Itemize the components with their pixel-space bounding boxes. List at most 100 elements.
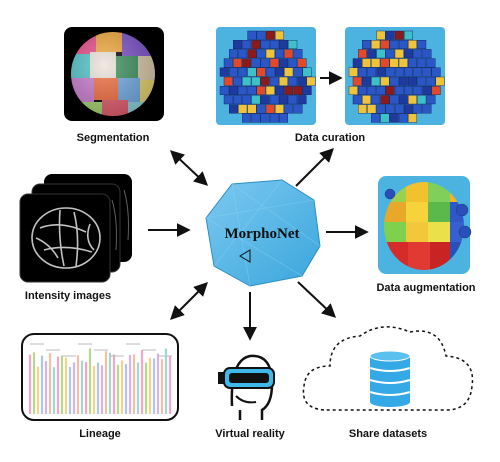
cell bbox=[408, 76, 418, 86]
cell bbox=[358, 67, 368, 77]
morphonet-hub bbox=[205, 179, 321, 287]
cell bbox=[408, 40, 418, 50]
cell bbox=[238, 104, 248, 114]
cell bbox=[352, 76, 362, 86]
cell bbox=[251, 58, 261, 68]
cell bbox=[358, 104, 368, 114]
label-virtual-reality: Virtual reality bbox=[215, 428, 285, 440]
cell bbox=[398, 76, 408, 86]
cell bbox=[376, 85, 386, 95]
cell bbox=[247, 85, 257, 95]
cell bbox=[404, 104, 414, 114]
cell bbox=[422, 49, 432, 59]
cell bbox=[297, 95, 307, 105]
cell bbox=[367, 104, 377, 114]
label-data-curation: Data curation bbox=[294, 132, 366, 144]
cell bbox=[279, 113, 289, 123]
label-intensity-images: Intensity images bbox=[24, 290, 112, 302]
cell bbox=[251, 113, 261, 123]
cell bbox=[389, 95, 399, 105]
cell bbox=[293, 85, 303, 95]
cell bbox=[394, 49, 404, 59]
cell bbox=[352, 58, 362, 68]
cell bbox=[260, 113, 270, 123]
cell bbox=[279, 95, 289, 105]
label-segmentation: Segmentation bbox=[76, 132, 150, 144]
cell bbox=[413, 104, 423, 114]
cell bbox=[279, 76, 289, 86]
cell bbox=[302, 85, 312, 95]
cell bbox=[371, 95, 381, 105]
cell bbox=[352, 95, 362, 105]
cell bbox=[385, 85, 395, 95]
cell bbox=[223, 76, 233, 86]
vr-headset-icon bbox=[218, 354, 275, 420]
cell bbox=[376, 104, 386, 114]
cell bbox=[238, 67, 248, 77]
cell bbox=[380, 58, 390, 68]
label-share-datasets: Share datasets bbox=[348, 428, 428, 440]
cell bbox=[376, 67, 386, 77]
cell bbox=[371, 40, 381, 50]
cell bbox=[389, 40, 399, 50]
cell bbox=[413, 67, 423, 77]
cell bbox=[408, 95, 418, 105]
cell bbox=[242, 95, 252, 105]
cell bbox=[232, 76, 242, 86]
cell bbox=[422, 67, 432, 77]
cell bbox=[232, 40, 242, 50]
cell bbox=[247, 30, 257, 40]
cell bbox=[389, 58, 399, 68]
cell bbox=[362, 76, 372, 86]
data-curation-panel-before bbox=[216, 27, 316, 125]
hub-title: MorphoNet bbox=[225, 226, 300, 242]
cell bbox=[242, 113, 252, 123]
cell bbox=[256, 67, 266, 77]
cell bbox=[297, 76, 307, 86]
cell bbox=[394, 30, 404, 40]
cell bbox=[284, 67, 294, 77]
cell bbox=[426, 76, 436, 86]
cell bbox=[435, 76, 445, 86]
arrow-lineage bbox=[170, 282, 208, 320]
cell bbox=[251, 40, 261, 50]
cell bbox=[394, 104, 404, 114]
cell bbox=[376, 49, 386, 59]
cell bbox=[265, 104, 275, 114]
cell bbox=[362, 58, 372, 68]
cell bbox=[232, 58, 242, 68]
cell bbox=[288, 76, 298, 86]
cell bbox=[288, 95, 298, 105]
cell bbox=[265, 85, 275, 95]
cell bbox=[284, 85, 294, 95]
cell bbox=[371, 113, 381, 123]
cell bbox=[293, 67, 303, 77]
cell bbox=[398, 95, 408, 105]
cell bbox=[228, 85, 238, 95]
cell bbox=[275, 85, 285, 95]
cell bbox=[260, 95, 270, 105]
cell bbox=[247, 49, 257, 59]
cell bbox=[358, 49, 368, 59]
cell bbox=[293, 49, 303, 59]
cell bbox=[362, 95, 372, 105]
cell bbox=[275, 67, 285, 77]
cell bbox=[389, 76, 399, 86]
cell bbox=[279, 58, 289, 68]
cell bbox=[269, 95, 279, 105]
cell bbox=[297, 58, 307, 68]
cell bbox=[398, 40, 408, 50]
cell bbox=[284, 49, 294, 59]
cell bbox=[431, 67, 441, 77]
cell bbox=[422, 104, 432, 114]
cell bbox=[404, 67, 414, 77]
cell bbox=[394, 67, 404, 77]
cell bbox=[362, 40, 372, 50]
cell bbox=[422, 85, 432, 95]
cell bbox=[279, 40, 289, 50]
arrow-segmentation bbox=[169, 150, 209, 186]
cell bbox=[288, 58, 298, 68]
arrow-share-datasets bbox=[297, 281, 337, 318]
cell bbox=[256, 49, 266, 59]
